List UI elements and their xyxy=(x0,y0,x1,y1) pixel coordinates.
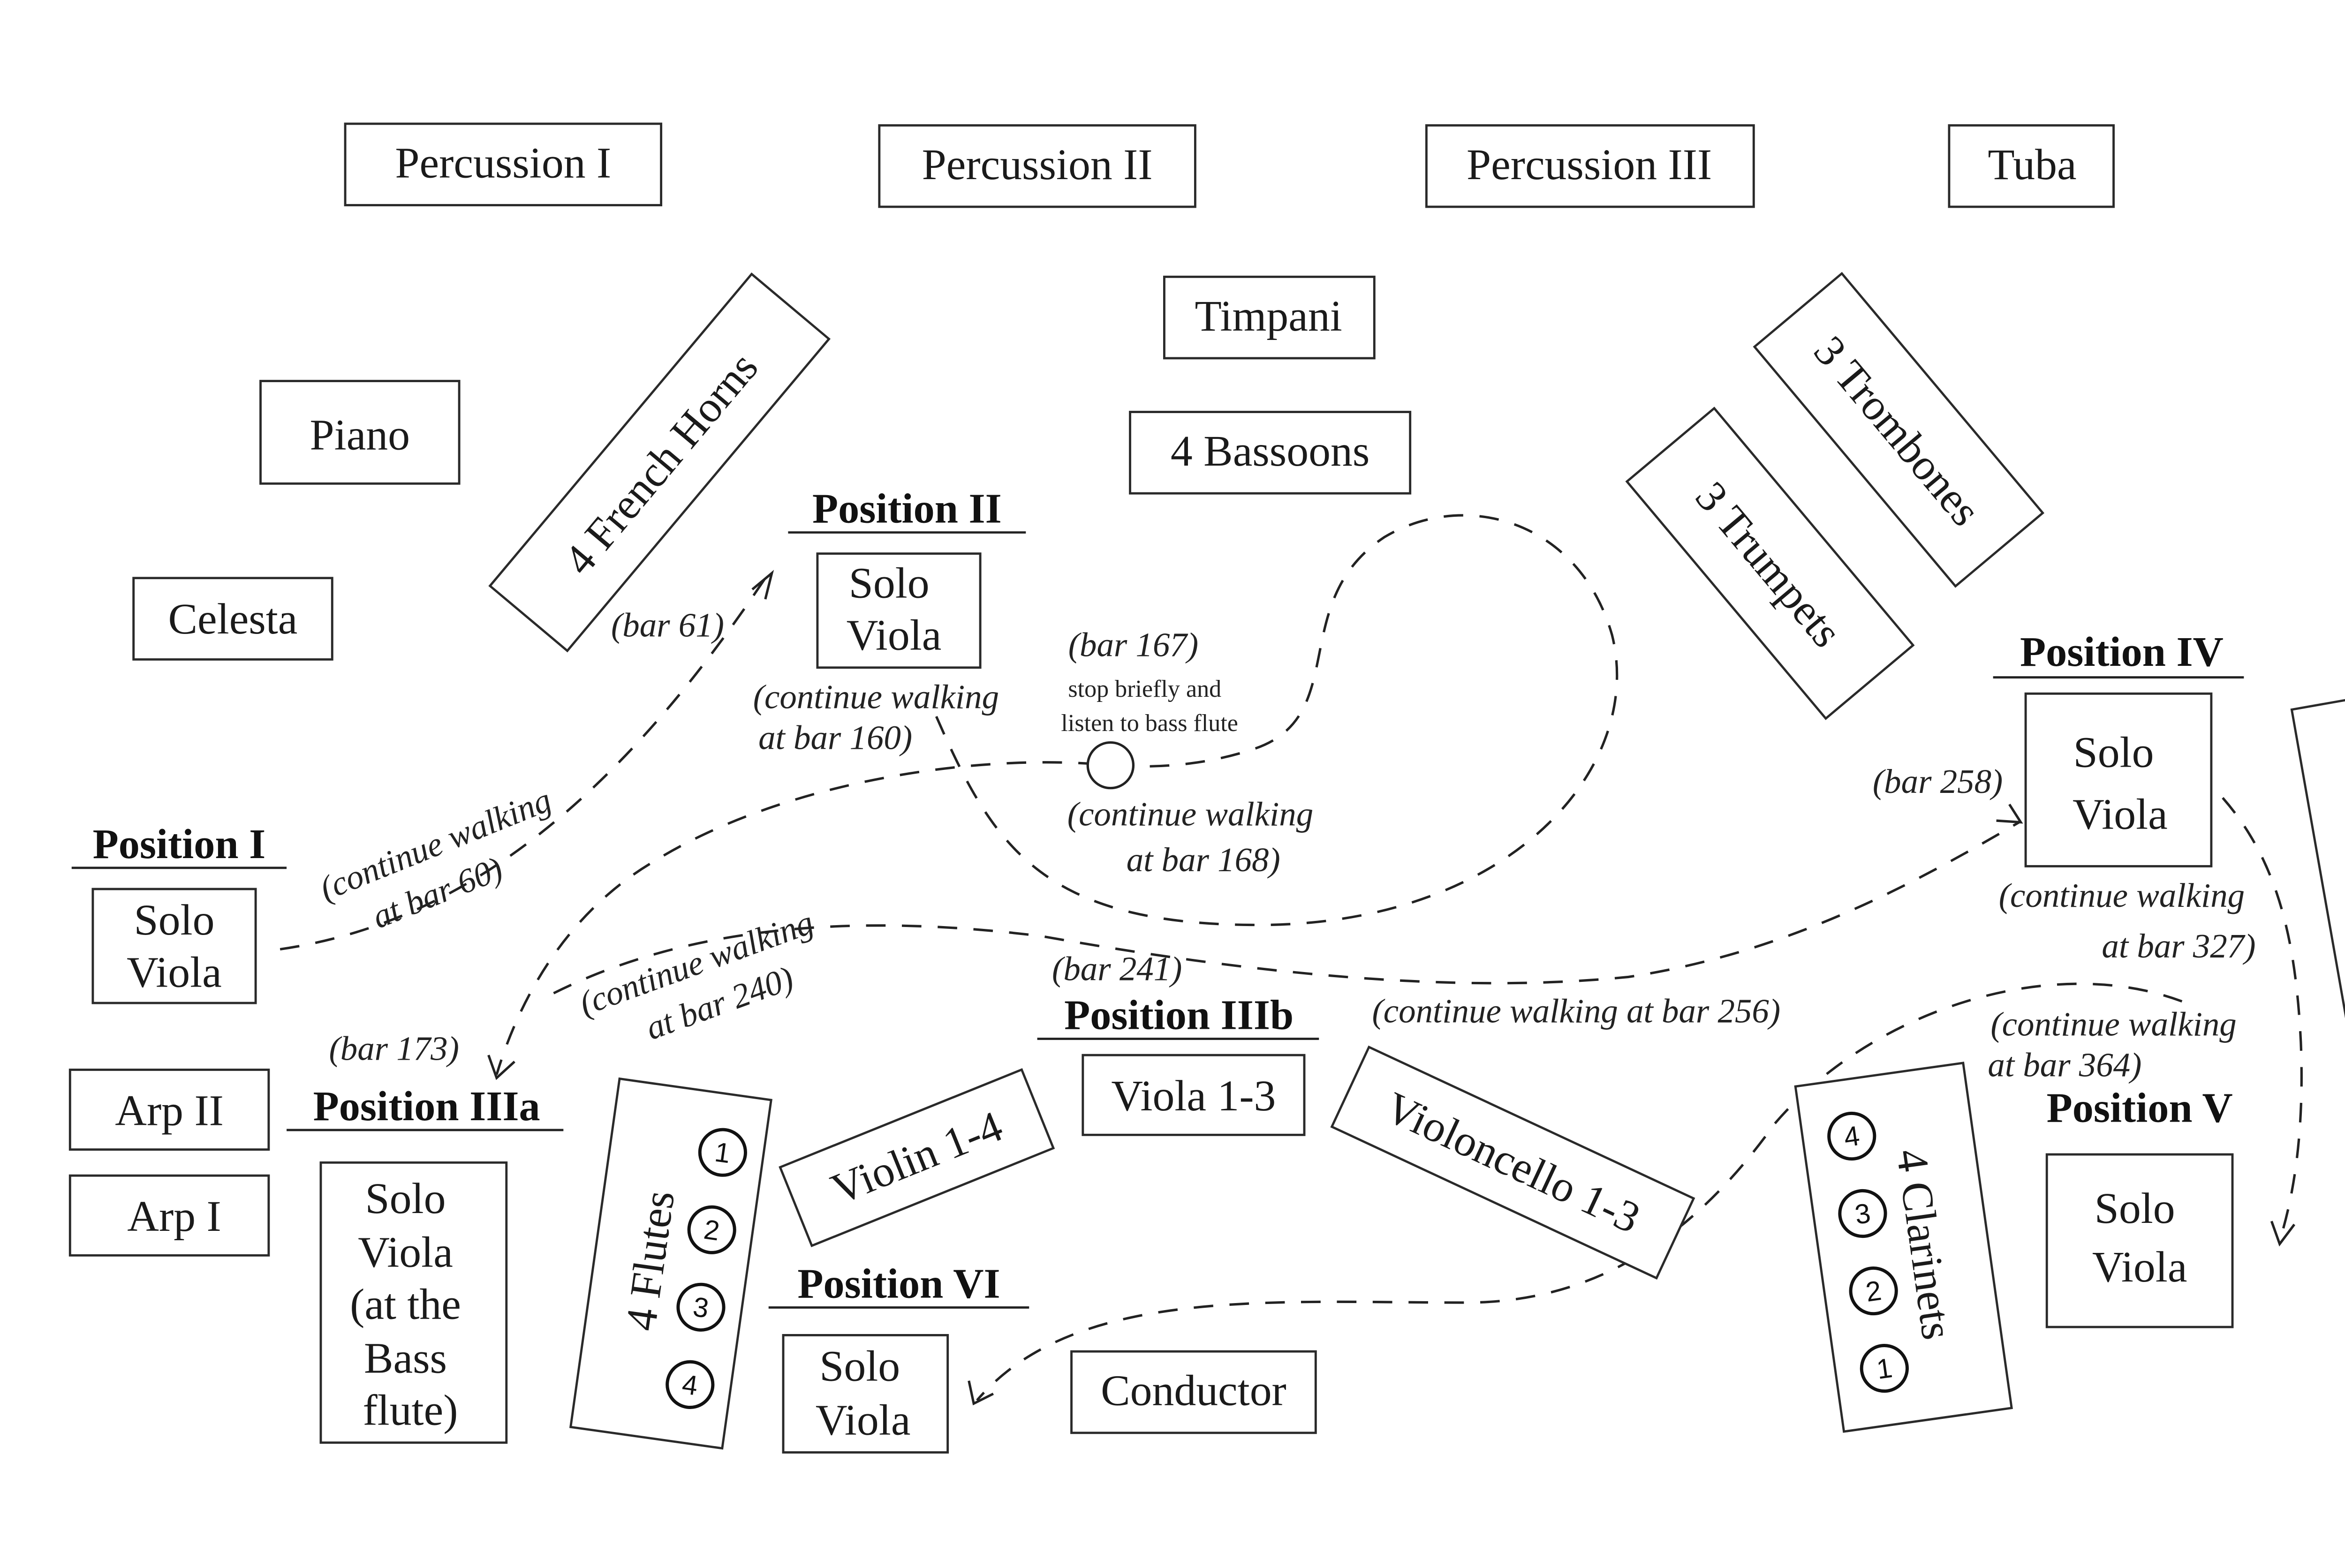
label: Viola xyxy=(358,1228,453,1277)
position-6: Position VI Solo Viola xyxy=(768,1260,1029,1454)
player-number-2: 2 xyxy=(1849,1266,1898,1316)
note-continue-327: at bar 327) xyxy=(2102,927,2255,965)
instrument-conductor: Conductor xyxy=(1070,1350,1317,1434)
instrument-percussion-1: Percussion I xyxy=(344,122,663,206)
label: Piano xyxy=(310,410,410,459)
label: (at the xyxy=(350,1280,461,1329)
note-continue-364: at bar 364) xyxy=(1988,1046,2141,1084)
label: 4 French Horns xyxy=(554,343,767,584)
instrument-bassoons: 4 Bassoons xyxy=(1129,411,1412,495)
note-continue-168: (continue walking xyxy=(1067,795,1313,833)
instrument-piano: Piano xyxy=(259,380,461,485)
instrument-timpani: Timpani xyxy=(1163,275,1376,360)
arrow-head-p5 xyxy=(2270,1221,2296,1247)
note-continue-327: (continue walking xyxy=(1999,876,2245,914)
instrument-violins: Violin 1-4 xyxy=(779,1068,1055,1247)
note-continue-160: at bar 160) xyxy=(758,718,912,756)
player-number-1: 1 xyxy=(1860,1344,1909,1393)
position-title: Position IIIb xyxy=(1064,992,1294,1039)
note-bar-173: (bar 173) xyxy=(329,1030,459,1068)
label: Solo xyxy=(365,1174,446,1223)
arrow-head-p3a xyxy=(487,1055,515,1080)
note-stop-briefly: stop briefly and xyxy=(1068,676,1221,702)
instrument-trumpets: 3 Trumpets xyxy=(1625,407,1915,720)
arrow-head-p4 xyxy=(1996,804,2023,824)
solo-viola-label: Solo xyxy=(134,896,215,944)
label: Timpani xyxy=(1195,292,1342,340)
label: Conductor xyxy=(1101,1366,1286,1415)
instrument-celesta: Celesta xyxy=(132,577,333,661)
label: Arp I xyxy=(127,1192,221,1241)
position-3b: Position IIIb xyxy=(1037,992,1319,1040)
instrument-percussion-3: Percussion III xyxy=(1425,124,1755,208)
solo-viola-label: Solo xyxy=(2073,728,2154,777)
position-2: Position II Solo Viola xyxy=(788,485,1026,669)
label: Celesta xyxy=(168,595,298,643)
path-p4-to-p5 xyxy=(2222,797,2303,1241)
instrument-violas: Viola 1-3 xyxy=(1082,1054,1306,1136)
position-title: Position V xyxy=(2047,1085,2233,1131)
player-number-4: 4 xyxy=(666,1360,715,1409)
player-number-4: 4 xyxy=(1827,1111,1876,1161)
instrument-cellos: Violoncello 1-3 xyxy=(1330,1045,1695,1280)
position-5: Position V Solo Viola xyxy=(2045,1085,2234,1328)
position-title: Position II xyxy=(812,485,1002,532)
note-stop-briefly: listen to bass flute xyxy=(1061,710,1238,737)
solo-viola-label: Solo xyxy=(819,1342,900,1391)
note-bar-258: (bar 258) xyxy=(1873,762,2003,800)
note-bar-61: (bar 61) xyxy=(611,606,724,644)
label: Bass xyxy=(364,1334,447,1382)
solo-viola-label: Viola xyxy=(2092,1243,2187,1291)
note-continue-364: (continue walking xyxy=(1990,1005,2236,1043)
label: flute) xyxy=(363,1386,458,1434)
player-number-3: 3 xyxy=(676,1282,726,1332)
solo-viola-label: Viola xyxy=(847,611,942,660)
solo-viola-label: Viola xyxy=(127,948,222,996)
label: Arp II xyxy=(115,1086,224,1135)
arrow-head-p6 xyxy=(968,1380,994,1406)
note-continue-160: (continue walking xyxy=(753,678,999,716)
instrument-double-basses: 8 Double basses xyxy=(2290,686,2345,1176)
label: Percussion II xyxy=(922,140,1153,189)
label: 4 Bassoons xyxy=(1171,427,1369,475)
note-continue-256: (continue walking at bar 256) xyxy=(1372,992,1781,1030)
position-3a: Position IIIa Solo Viola (at the Bass fl… xyxy=(287,1083,564,1444)
solo-viola-label: Viola xyxy=(816,1395,911,1444)
position-4: Position IV Solo Viola xyxy=(1993,628,2244,867)
player-number-1: 1 xyxy=(698,1128,747,1177)
label: Viola 1-3 xyxy=(1111,1071,1276,1120)
solo-viola-label: Solo xyxy=(2095,1184,2175,1233)
arrow-head-p2 xyxy=(751,570,774,600)
instrument-french-horns: 4 French Horns xyxy=(488,272,831,653)
path-p2-loop xyxy=(495,514,1619,1075)
position-title: Position I xyxy=(93,821,266,867)
solo-viola-label: Viola xyxy=(2073,790,2168,838)
position-title: Position IV xyxy=(2020,628,2224,675)
instrument-tuba: Tuba xyxy=(1948,124,2115,208)
player-number-3: 3 xyxy=(1838,1189,1887,1238)
note-bar-241: (bar 241) xyxy=(1052,950,1182,988)
path-p3a-to-p4 xyxy=(553,821,2020,995)
stop-point-marker xyxy=(1086,741,1135,790)
label: Percussion I xyxy=(395,138,611,187)
player-number-2: 2 xyxy=(687,1205,736,1254)
label: Tuba xyxy=(1988,140,2076,189)
position-title: Position VI xyxy=(797,1260,1000,1307)
label: Percussion III xyxy=(1467,140,1712,189)
note-bar-167: (bar 167) xyxy=(1068,626,1198,663)
solo-viola-label: Solo xyxy=(849,558,930,607)
position-title: Position IIIa xyxy=(313,1083,540,1130)
note-continue-168: at bar 168) xyxy=(1127,841,1280,879)
instrument-percussion-2: Percussion II xyxy=(878,124,1196,208)
walking-path xyxy=(280,514,2303,1406)
instrument-arp-2: Arp II xyxy=(68,1068,270,1151)
position-1: Position I Solo Viola xyxy=(71,821,287,1004)
instrument-arp-1: Arp I xyxy=(68,1174,270,1257)
